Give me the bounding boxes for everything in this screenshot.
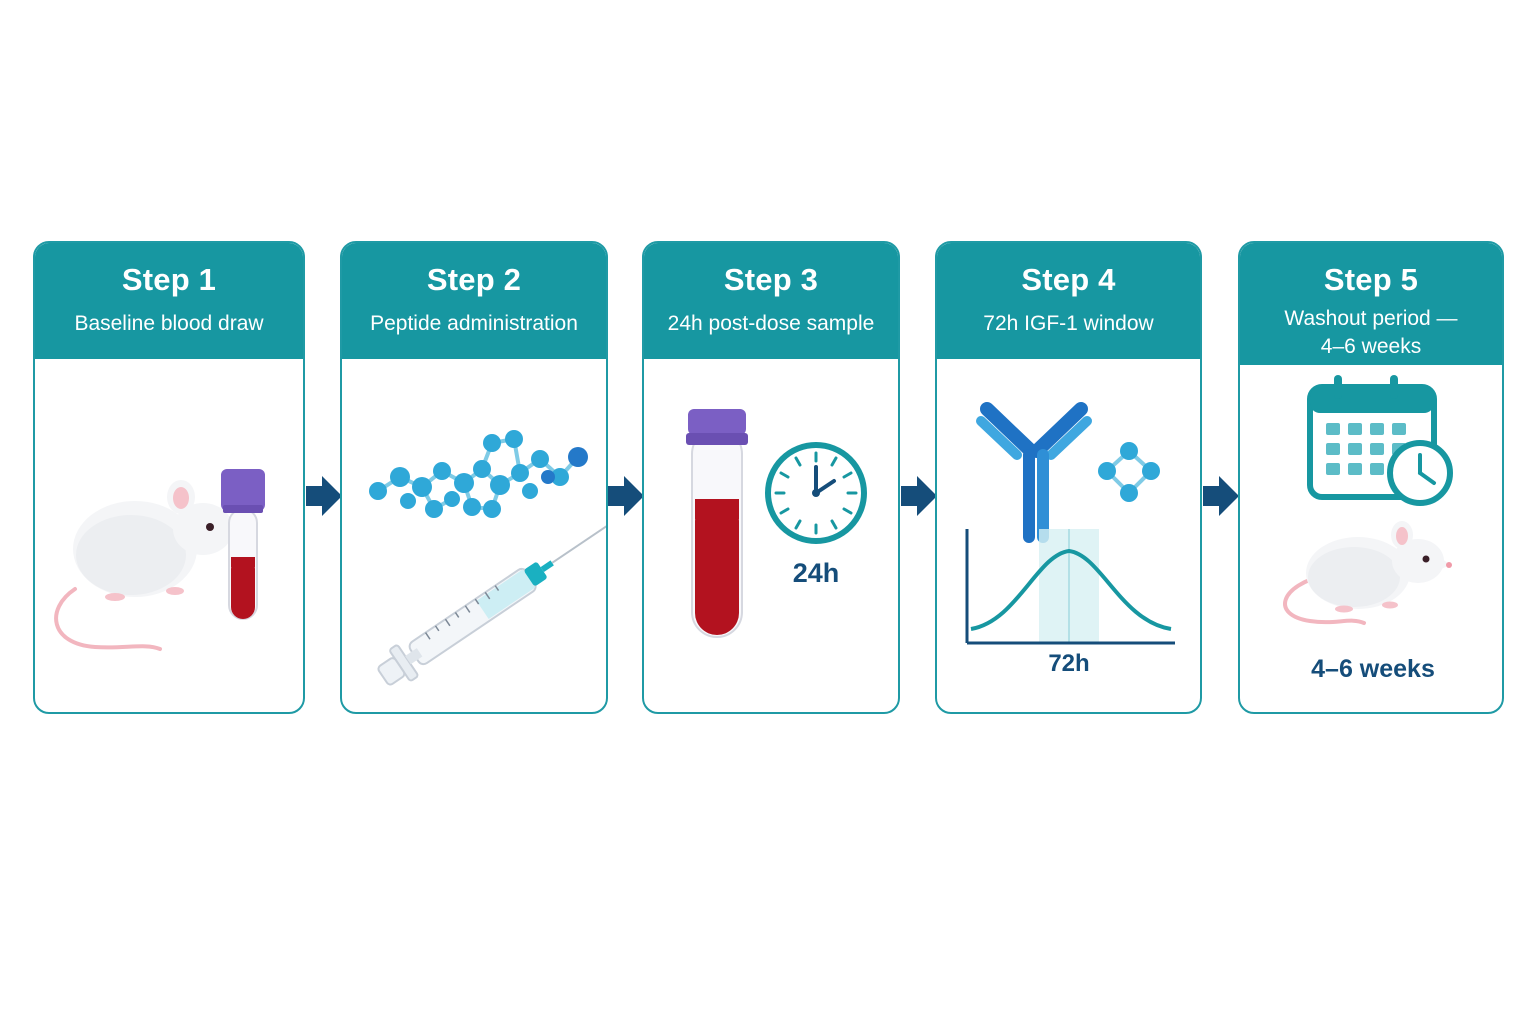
step-card-3: Step 3 24h post-dose sample 24h — [642, 241, 900, 714]
step-title: Step 2 — [426, 262, 522, 297]
arrow-right-icon — [1203, 476, 1239, 516]
step-title: Step 4 — [1021, 262, 1116, 297]
arrow-right-icon — [608, 476, 644, 516]
step-card-1: Step 1 Baseline blood draw — [33, 241, 305, 714]
step-header-2: Step 2 Peptide administration — [342, 243, 606, 359]
peptide-molecule-icon — [369, 430, 588, 518]
step-body-2 — [342, 359, 606, 712]
step-subtitle: 72h IGF-1 window — [983, 312, 1154, 335]
step-subtitle-line1: Washout period — — [1284, 307, 1458, 330]
step-title: Step 3 — [723, 262, 819, 297]
blood-tube-icon — [686, 409, 748, 638]
step-card-4: Step 4 72h IGF-1 window — [935, 241, 1202, 714]
syringe-icon — [377, 519, 606, 686]
calendar-icon — [1307, 375, 1437, 500]
step-subtitle: Peptide administration — [370, 312, 578, 335]
step-title: Step 5 — [1323, 262, 1419, 297]
step-card-2: Step 2 Peptide administration — [340, 241, 608, 714]
arrow-right-icon — [306, 476, 342, 516]
step-title: Step 1 — [121, 262, 217, 297]
step-subtitle: 24h post-dose sample — [667, 312, 875, 335]
step-body-4: 72h — [937, 359, 1200, 712]
duration-label: 4–6 weeks — [1311, 655, 1435, 683]
molecule-icon — [1098, 442, 1160, 502]
step-header-4: Step 4 72h IGF-1 window — [937, 243, 1200, 359]
igf1-curve-icon — [965, 529, 1175, 645]
blood-tube-icon — [221, 469, 265, 620]
clock-icon — [765, 442, 867, 544]
step-header-1: Step 1 Baseline blood draw — [35, 243, 303, 359]
step-body-3: 24h — [644, 359, 898, 712]
time-label: 24h — [792, 558, 840, 588]
mouse-icon — [1283, 521, 1452, 625]
antibody-icon — [976, 402, 1092, 543]
step-body-1 — [35, 359, 303, 712]
step-card-5: Step 5 Washout period — 4–6 weeks — [1238, 241, 1504, 714]
arrow-right-icon — [901, 476, 937, 516]
step-header-5: Step 5 Washout period — 4–6 weeks — [1240, 243, 1502, 365]
time-label: 72h — [1048, 650, 1090, 677]
step-subtitle-line2: 4–6 weeks — [1320, 335, 1422, 358]
clock-icon — [1387, 440, 1453, 506]
step-header-3: Step 3 24h post-dose sample — [644, 243, 898, 359]
step-body-5: 4–6 weeks — [1240, 365, 1502, 712]
step-subtitle: Baseline blood draw — [74, 312, 264, 335]
mouse-icon — [54, 480, 235, 651]
